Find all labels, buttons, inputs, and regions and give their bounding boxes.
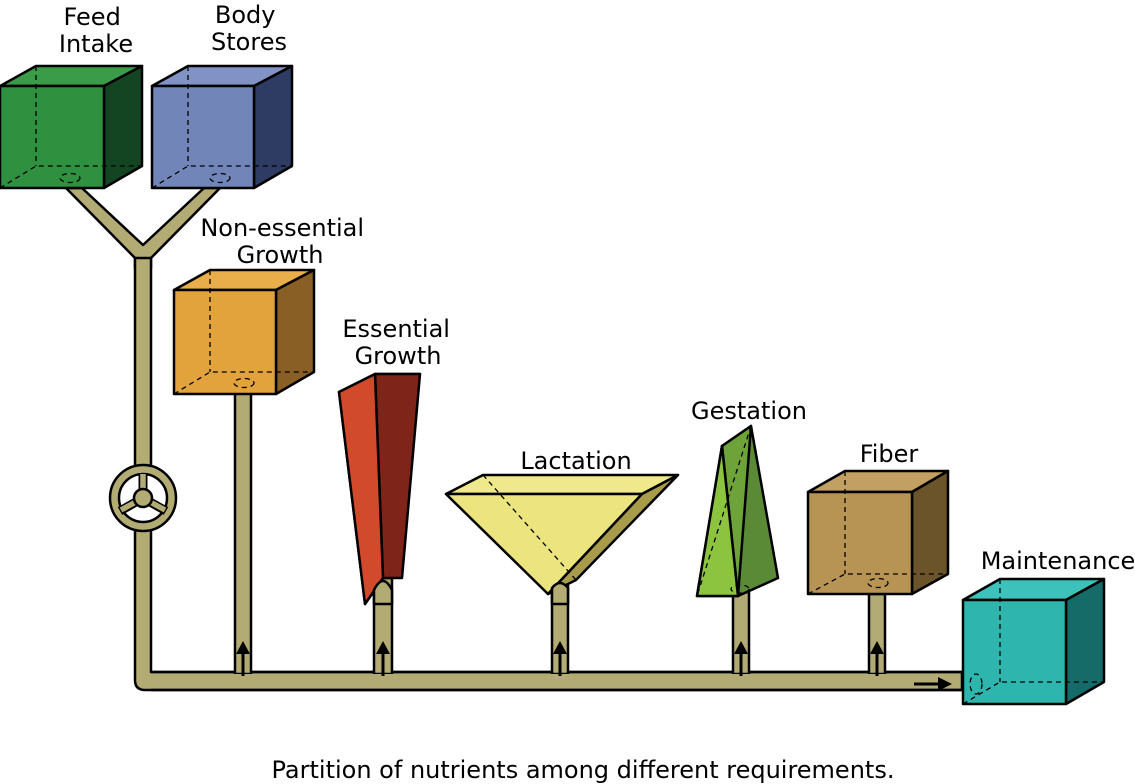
fiber-cube: [806, 469, 950, 596]
feed-intake-cube: [0, 64, 144, 190]
flow-arrows: [236, 641, 952, 691]
label-body-stores: Body Stores: [211, 1, 287, 56]
essential-growth-wedge: [337, 372, 422, 606]
body-stores-cube: [150, 64, 294, 190]
gestation-prism: [695, 424, 780, 598]
maintenance-cube: [961, 577, 1106, 706]
up-arrow-icon: [870, 641, 884, 676]
label-lactation: Lactation: [520, 447, 631, 475]
pipe-network: [64, 186, 964, 692]
up-arrow-icon: [236, 641, 250, 676]
label-fiber: Fiber: [860, 440, 919, 468]
label-feed-intake: Feed Intake: [59, 3, 133, 58]
label-gestation: Gestation: [691, 397, 807, 425]
up-arrow-icon: [553, 641, 567, 676]
pipe-y-junction: [64, 186, 222, 270]
up-arrow-icon: [376, 641, 390, 676]
label-non-essential-growth: Non-essential Growth: [200, 214, 371, 269]
pipe-branch-non-essential-growth: [233, 390, 253, 676]
diagram-labels: Feed Intake Body Stores Non-essential Gr…: [59, 1, 1135, 575]
non-essential-growth-cube: [172, 268, 316, 396]
valve-wheel-icon[interactable]: [108, 463, 178, 533]
right-arrow-icon: [914, 677, 952, 691]
label-maintenance: Maintenance: [981, 547, 1135, 575]
up-arrow-icon: [734, 641, 748, 676]
figure-caption: Partition of nutrients among different r…: [272, 756, 895, 784]
label-essential-growth: Essential Growth: [342, 315, 457, 370]
lactation-funnel: [444, 473, 680, 606]
